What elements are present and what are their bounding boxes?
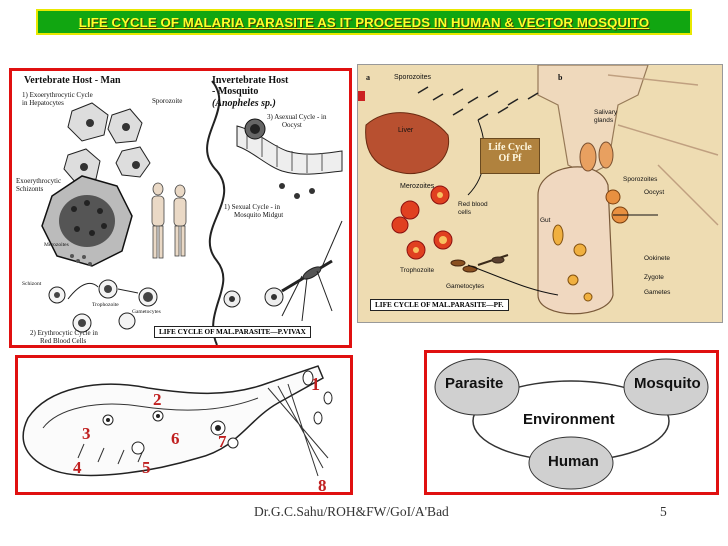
exo-cycle-label-1: 1) Exoerythrocytic Cycle <box>22 91 93 99</box>
stage-number-4: 4 <box>73 458 82 477</box>
asexual-cycle-label-2: Oocyst <box>282 121 302 129</box>
red-blood-cells-label-2: cells <box>458 209 472 216</box>
invertebrate-host-label: Invertebrate Host <box>212 75 289 86</box>
title-banner: LIFE CYCLE OF MALARIA PARASITE AS IT PRO… <box>36 9 692 35</box>
vivax-cycle-panel: Vertebrate Host - Man Invertebrate Host … <box>9 68 352 348</box>
environment-label: Environment <box>523 411 615 428</box>
ery-cycle-label-1: 2) Erythrocytic Cycle in <box>30 329 98 337</box>
life-cycle-label-2: Of Pf <box>498 153 522 164</box>
salivary-glands-label-1: Salivary <box>594 109 618 116</box>
sporozoites-right-label: Sporozoites <box>623 176 658 183</box>
exo-cycle-label-2: in Hepatocytes <box>22 99 64 107</box>
asexual-cycle-label-1: 3) Asexual Cycle - in <box>267 113 327 121</box>
exo-schizonts-label-1: Exoerythrocytic <box>16 177 62 185</box>
vivax-caption: LIFE CYCLE OF MAL.PARASITE—P.VIVAX <box>154 326 311 338</box>
liver-label: Liver <box>398 127 414 134</box>
vertebrate-host-label: Vertebrate Host - Man <box>24 75 121 86</box>
pf-label-a: a <box>366 73 370 82</box>
life-cycle-badge: Life Cycle Of Pf <box>480 138 540 174</box>
human-label: Human <box>548 453 599 470</box>
exo-schizonts-label-2: Schizonts <box>16 185 44 193</box>
trophozoite-label-pf: Trophozoite <box>400 267 435 274</box>
mosquito-gut-sketch <box>22 365 333 477</box>
ery-cycle-label-2: Red Blood Cells <box>40 337 87 345</box>
stage-number-8: 8 <box>318 476 327 495</box>
salivary-glands-label-2: glands <box>594 117 614 124</box>
triad-diagram <box>434 358 709 490</box>
pf-cycle-panel: a b Sporozoites Salivary glands Liver Li… <box>357 64 723 323</box>
stage-number-3: 3 <box>82 424 91 443</box>
parasite-label: Parasite <box>445 375 504 392</box>
triad-panel: Parasite Mosquito Environment Human <box>424 350 719 495</box>
anopheles-label: (Anopheles sp.) <box>212 98 276 109</box>
footer-credit: Dr.G.C.Sahu/ROH&FW/GoI/A'Bad <box>254 504 449 519</box>
stage-number-2: 2 <box>153 390 162 409</box>
mosquito-triad-label: Mosquito <box>634 375 701 392</box>
sexual-cycle-label-2: Mosquito Midgut <box>234 211 284 219</box>
trophozoite-label: Trophozoite <box>92 302 119 308</box>
merozoites-label-pf: Merozoites <box>400 183 435 190</box>
stage-number-7: 7 <box>218 432 227 451</box>
pf-caption: LIFE CYCLE OF MAL.PARASITE—PF. <box>370 299 509 311</box>
sporozoites-label: Sporozoites <box>394 74 431 81</box>
oocyst-label: Oocyst <box>644 189 665 196</box>
gut-label: Gut <box>540 217 551 224</box>
pf-label-b: b <box>558 73 563 82</box>
stage-number-5: 5 <box>142 458 151 477</box>
stage-number-6: 6 <box>171 429 180 448</box>
vivax-diagram <box>41 80 343 345</box>
page-number: 5 <box>660 504 667 519</box>
mosquito-label: - Mosquito <box>212 86 259 97</box>
pf-diagram <box>358 65 719 315</box>
merozoites-label: Merozoites <box>44 242 69 248</box>
ookinete-label: Ookinete <box>644 255 671 262</box>
gametes-label: Gametes <box>644 289 671 296</box>
sexual-cycle-label-1: 1) Sexual Cycle - in <box>224 203 280 211</box>
gametocytes-label-pf: Gametocytes <box>446 283 485 290</box>
stage-number-1: 1 <box>311 374 320 394</box>
schizont-label: Schizont <box>22 281 42 287</box>
life-cycle-label-1: Life Cycle <box>488 142 532 153</box>
slide-title: LIFE CYCLE OF MALARIA PARASITE AS IT PRO… <box>78 14 650 30</box>
red-blood-cells-label-1: Red blood <box>458 201 488 208</box>
numbered-cycle-panel: 1 2 3 4 5 6 7 8 <box>15 355 353 495</box>
sporozoite-label: Sporozoite <box>152 97 183 105</box>
zygote-label: Zygote <box>644 274 664 281</box>
gametocytes-label: Gametocytes <box>132 309 161 315</box>
